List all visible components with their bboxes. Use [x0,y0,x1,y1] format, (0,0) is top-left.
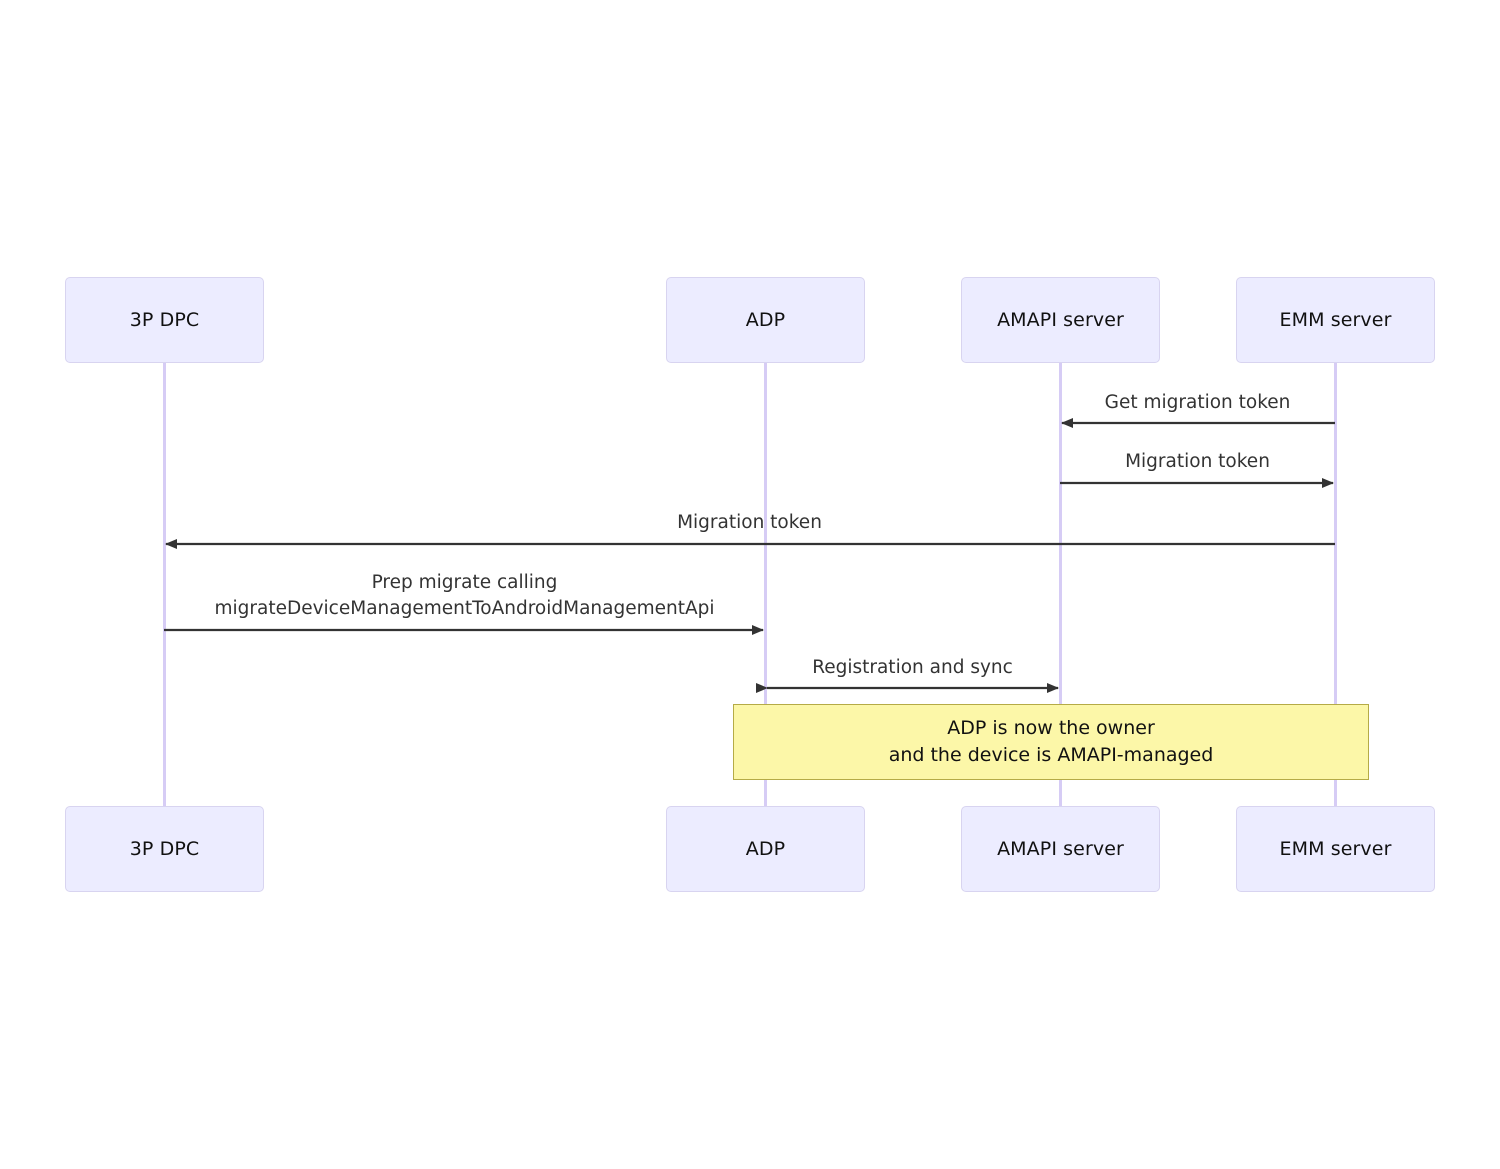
message-text-line2: migrateDeviceManagementToAndroidManageme… [214,598,715,619]
participant-label: 3P DPC [129,838,200,860]
participant-label: 3P DPC [129,309,200,331]
message-text: Registration and sync [812,657,1013,678]
participant-bottom-emm: EMM server [1236,806,1435,892]
note-text-line2: and the device is AMAPI-managed [888,744,1214,766]
note-text-line1: ADP is now the owner [947,717,1155,739]
message-text: Migration token [1125,451,1270,472]
participant-label: AMAPI server [997,838,1124,860]
message-label-registration-and-sync: Registration and sync [765,655,1060,681]
participant-top-dpc: 3P DPC [65,277,264,363]
message-text: Migration token [677,512,822,533]
lifeline-amapi [1059,363,1062,806]
lifeline-emm [1334,363,1337,806]
participant-top-amapi: AMAPI server [961,277,1160,363]
message-label-migration-token-emm-dpc: Migration token [164,510,1335,536]
participant-label: ADP [745,838,786,860]
participant-label: EMM server [1279,838,1392,860]
participant-bottom-adp: ADP [666,806,865,892]
note-adp-owner: ADP is now the owner and the device is A… [733,704,1369,780]
participant-label: ADP [745,309,786,331]
message-label-migration-token-amapi-emm: Migration token [1060,449,1335,475]
message-text: Get migration token [1104,392,1291,413]
participant-top-emm: EMM server [1236,277,1435,363]
participant-label: AMAPI server [997,309,1124,331]
lifeline-dpc [163,363,166,806]
message-text-line1: Prep migrate calling [371,572,558,593]
lifeline-adp [764,363,767,806]
participant-bottom-amapi: AMAPI server [961,806,1160,892]
message-label-prep-migrate: Prep migrate calling migrateDeviceManage… [164,570,765,622]
participant-label: EMM server [1279,309,1392,331]
message-label-get-migration-token: Get migration token [1060,390,1335,416]
participant-bottom-dpc: 3P DPC [65,806,264,892]
participant-top-adp: ADP [666,277,865,363]
